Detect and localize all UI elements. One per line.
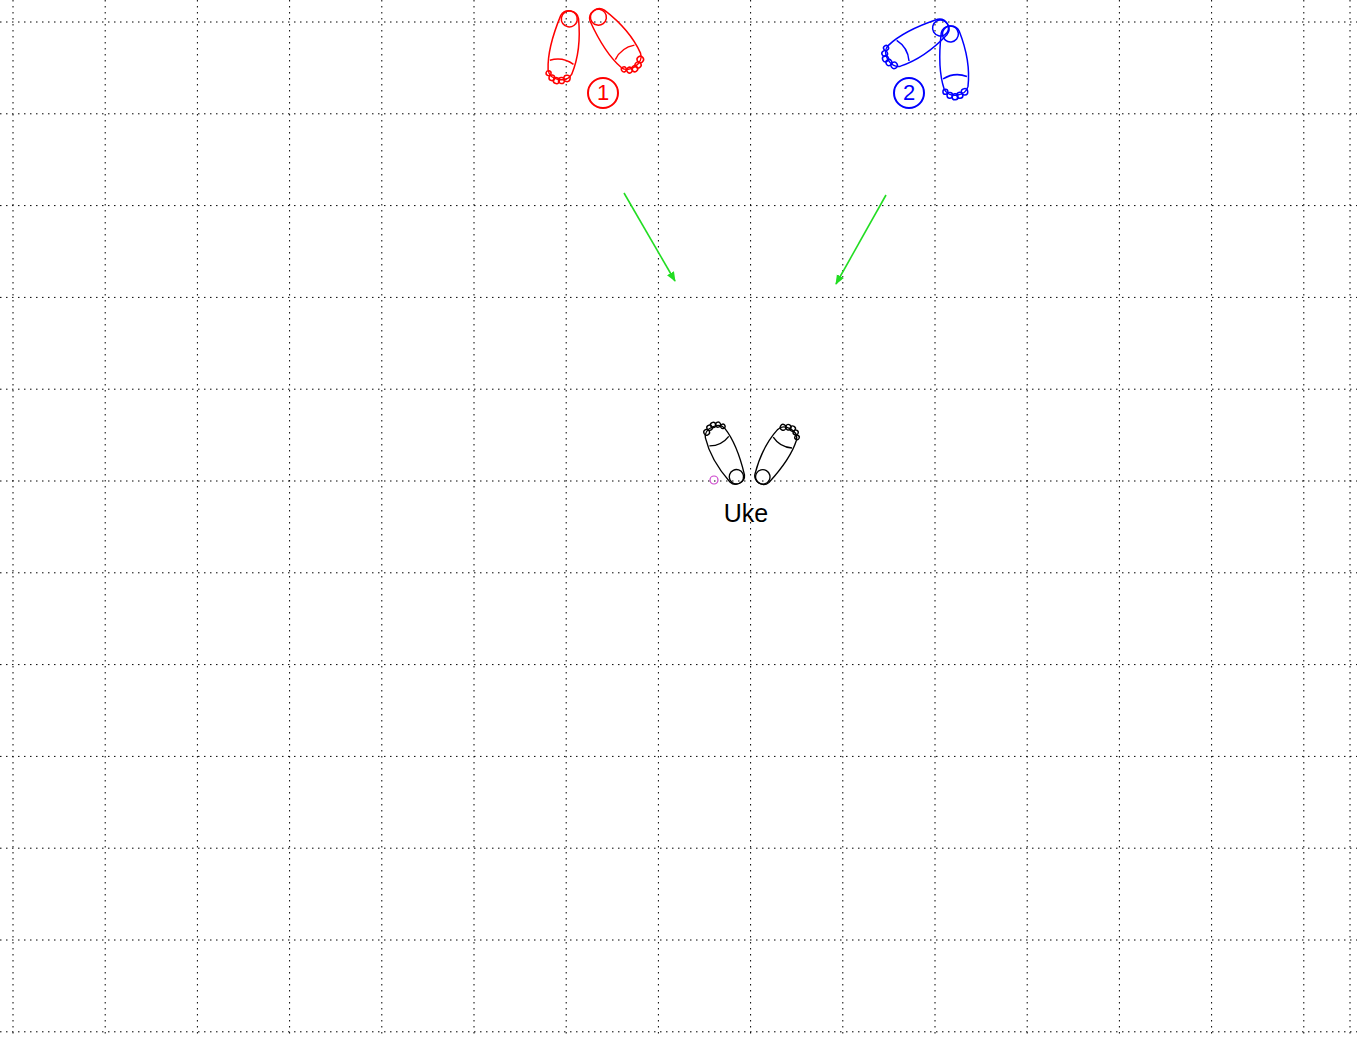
grid-line bbox=[0, 940, 1357, 941]
grid-line bbox=[1119, 0, 1120, 1038]
grid-line bbox=[0, 205, 1357, 206]
grid-line bbox=[289, 0, 290, 1038]
callout-number: 1 bbox=[597, 82, 609, 104]
callout-number: 2 bbox=[903, 82, 915, 104]
grid-line bbox=[658, 0, 659, 1038]
tori-1-feet bbox=[544, 2, 649, 86]
grid-line bbox=[0, 389, 1357, 390]
grid-line bbox=[105, 0, 106, 1038]
grid-line bbox=[1350, 0, 1351, 1038]
grid-line bbox=[1303, 0, 1304, 1038]
grid-line bbox=[1027, 0, 1028, 1038]
callout-circle: 1 bbox=[587, 77, 619, 109]
callout-circle: 2 bbox=[893, 77, 925, 109]
grid-line bbox=[0, 848, 1357, 849]
grid-line bbox=[935, 0, 936, 1038]
grid-line bbox=[13, 0, 14, 1038]
grid-line bbox=[842, 0, 843, 1038]
grid-line bbox=[381, 0, 382, 1038]
grid-line bbox=[566, 0, 567, 1038]
grid-line bbox=[0, 297, 1357, 298]
grid-line bbox=[0, 756, 1357, 757]
person-label: Uke bbox=[724, 499, 768, 528]
grid-line bbox=[0, 572, 1357, 573]
grid-line bbox=[0, 481, 1357, 482]
grid-line bbox=[0, 664, 1357, 665]
grid-line bbox=[474, 0, 475, 1038]
grid-line bbox=[197, 0, 198, 1038]
grid-line bbox=[0, 113, 1357, 114]
movement-arrows bbox=[624, 193, 886, 284]
uke-feet bbox=[699, 418, 803, 489]
grid-line bbox=[0, 1031, 1357, 1032]
grid-line bbox=[1211, 0, 1212, 1038]
grid-line bbox=[0, 22, 1357, 23]
